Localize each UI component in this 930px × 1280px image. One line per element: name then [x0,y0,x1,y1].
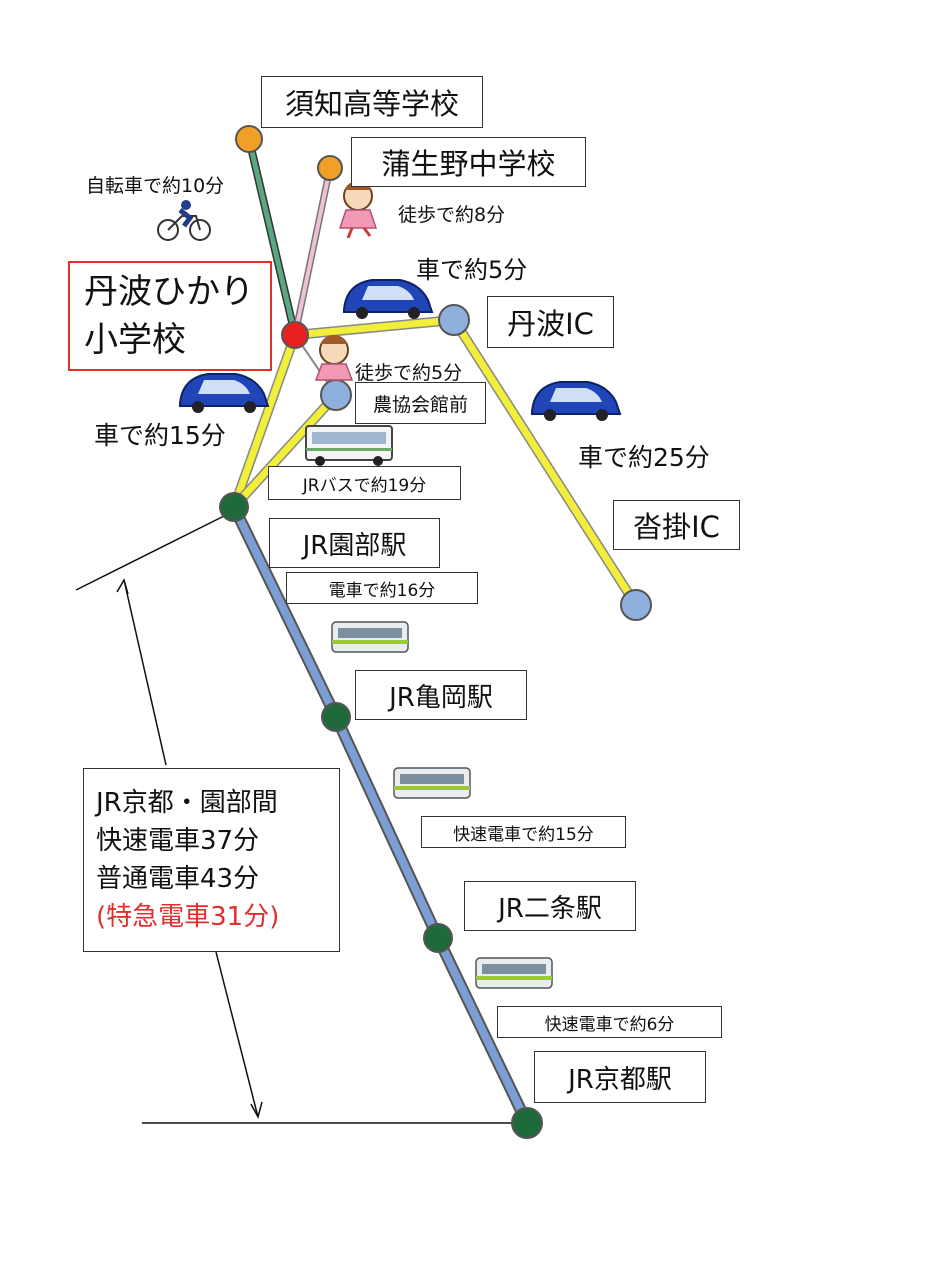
node-nijo [423,923,453,953]
label-rapid-6: 快速電車で約6分 [497,1006,722,1038]
text-car-5: 車で約5分 [416,256,528,284]
label-sonobe: JR園部駅 [269,518,440,568]
school-name-line1: 丹波ひかり [84,272,254,312]
route-junior-high-fill [293,166,332,337]
bracket-arrow-up [123,579,167,766]
train-icon [331,621,409,653]
range-bracket [75,509,520,1124]
routes [228,135,641,1129]
route-high-school-fill [246,136,298,338]
bicycle-icon [157,200,211,241]
text-car-15: 車で約15分 [94,421,226,450]
node-nokyo [320,379,352,411]
train-icon-2 [393,767,471,799]
nodes [219,125,652,1139]
car-icon [343,279,434,319]
summary-line2: 快速電車37分 [96,826,260,856]
train-icon-3 [475,957,553,989]
bracket-top-line [75,509,237,591]
road-to-sonobe-fill [230,331,299,511]
road-to-kutsukake-fill [450,316,640,609]
summary-line4: (特急電車31分) [96,902,280,932]
label-nijo: JR二条駅 [464,881,636,931]
car-icon-3 [531,381,622,421]
rail-line-fill [230,503,531,1127]
bracket-arrow-down [215,951,259,1118]
node-kameoka [321,702,351,732]
text-walk-8: 徒歩で約8分 [398,204,506,226]
road-to-tamba-ic-fill [291,316,458,339]
node-school [281,321,309,349]
node-kyoto [511,1107,543,1139]
label-suchi-high: 須知高等学校 [261,76,483,128]
text-bike-10: 自転車で約10分 [86,175,225,197]
label-nokyo: 農協会館前 [355,382,486,424]
label-rapid-15: 快速電車で約15分 [421,816,626,848]
text-car-25: 車で約25分 [578,443,710,472]
label-kameoka: JR亀岡駅 [355,670,527,720]
label-school: 丹波ひかり 小学校 [68,261,272,371]
bus-icon [305,425,393,466]
node-high-school [235,125,263,153]
summary-box: JR京都・園部間 快速電車37分 普通電車43分 (特急電車31分) [83,768,340,952]
summary-line3: 普通電車43分 [96,864,260,894]
school-name-line2: 小学校 [84,320,186,360]
node-kutsukake-ic [620,589,652,621]
bracket-arrow-up-head [116,578,129,595]
label-tamba-ic: 丹波IC [487,296,614,348]
bracket-arrow-down-head [250,1101,263,1120]
girl-icon-2 [314,335,354,381]
node-junior-high [317,155,343,181]
summary-line1: JR京都・園部間 [96,788,278,818]
label-kyoto: JR京都駅 [534,1051,706,1103]
text-walk-5: 徒歩で約5分 [355,362,463,384]
label-train-16: 電車で約16分 [286,572,478,604]
label-gamouno-jhs: 蒲生野中学校 [351,137,586,187]
node-tamba-ic [438,304,470,336]
car-icon-2 [179,373,270,413]
label-kutsukake-ic: 沓掛IC [613,500,740,550]
node-sonobe [219,492,249,522]
bus-route-fill [230,391,340,511]
label-bus-19: JRバスで約19分 [268,466,461,500]
girl-icon [338,181,378,239]
